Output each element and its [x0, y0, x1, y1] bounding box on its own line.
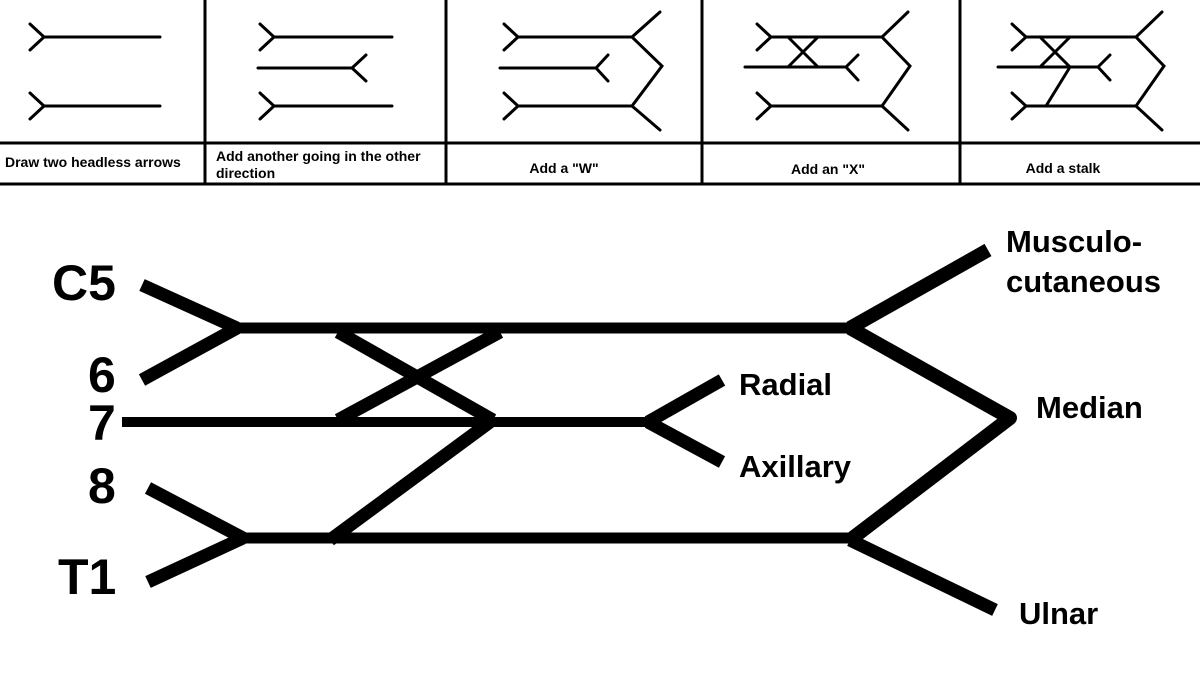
step-2-caption-line-2: direction — [216, 165, 275, 181]
root-label-8: 8 — [88, 458, 116, 514]
plexus-lines — [122, 243, 1017, 616]
step-1-caption: Draw two headless arrows — [5, 154, 181, 170]
step-2-sketch — [256, 22, 394, 121]
ulnar-line — [847, 534, 998, 616]
radial-line — [644, 374, 726, 428]
root-label-6: 6 — [88, 347, 116, 403]
root-c5-line — [139, 279, 240, 334]
label-axillary: Axillary — [739, 449, 852, 484]
label-radial: Radial — [739, 367, 832, 402]
musculocutaneous-line — [846, 243, 992, 335]
step-2-caption-line-1: Add another going in the other — [216, 148, 421, 164]
step-5-caption: Add a stalk — [1026, 160, 1101, 176]
root-label-7: 7 — [88, 395, 116, 451]
axillary-line — [644, 416, 726, 468]
step-4-sketch — [743, 10, 912, 132]
step-grid — [0, 0, 1200, 186]
label-ulnar: Ulnar — [1019, 596, 1098, 631]
root-t1-line — [145, 532, 246, 588]
step-1-sketch — [28, 22, 162, 121]
median-line — [845, 321, 1017, 546]
step-3-caption: Add a "W" — [529, 160, 598, 176]
x-cross-b — [334, 326, 504, 426]
root-label-c5: C5 — [52, 255, 116, 311]
step-3-sketch — [498, 10, 664, 132]
root-6-line — [138, 322, 241, 386]
stalk-line — [326, 416, 494, 546]
root-8-line — [144, 482, 247, 544]
label-musculocutaneous-1: Musculo- — [1006, 224, 1142, 259]
step-4-caption: Add an "X" — [791, 161, 865, 177]
step-5-sketch — [996, 10, 1166, 132]
label-median: Median — [1036, 390, 1143, 425]
root-label-t1: T1 — [58, 549, 116, 605]
label-musculocutaneous-2: cutaneous — [1006, 264, 1161, 299]
